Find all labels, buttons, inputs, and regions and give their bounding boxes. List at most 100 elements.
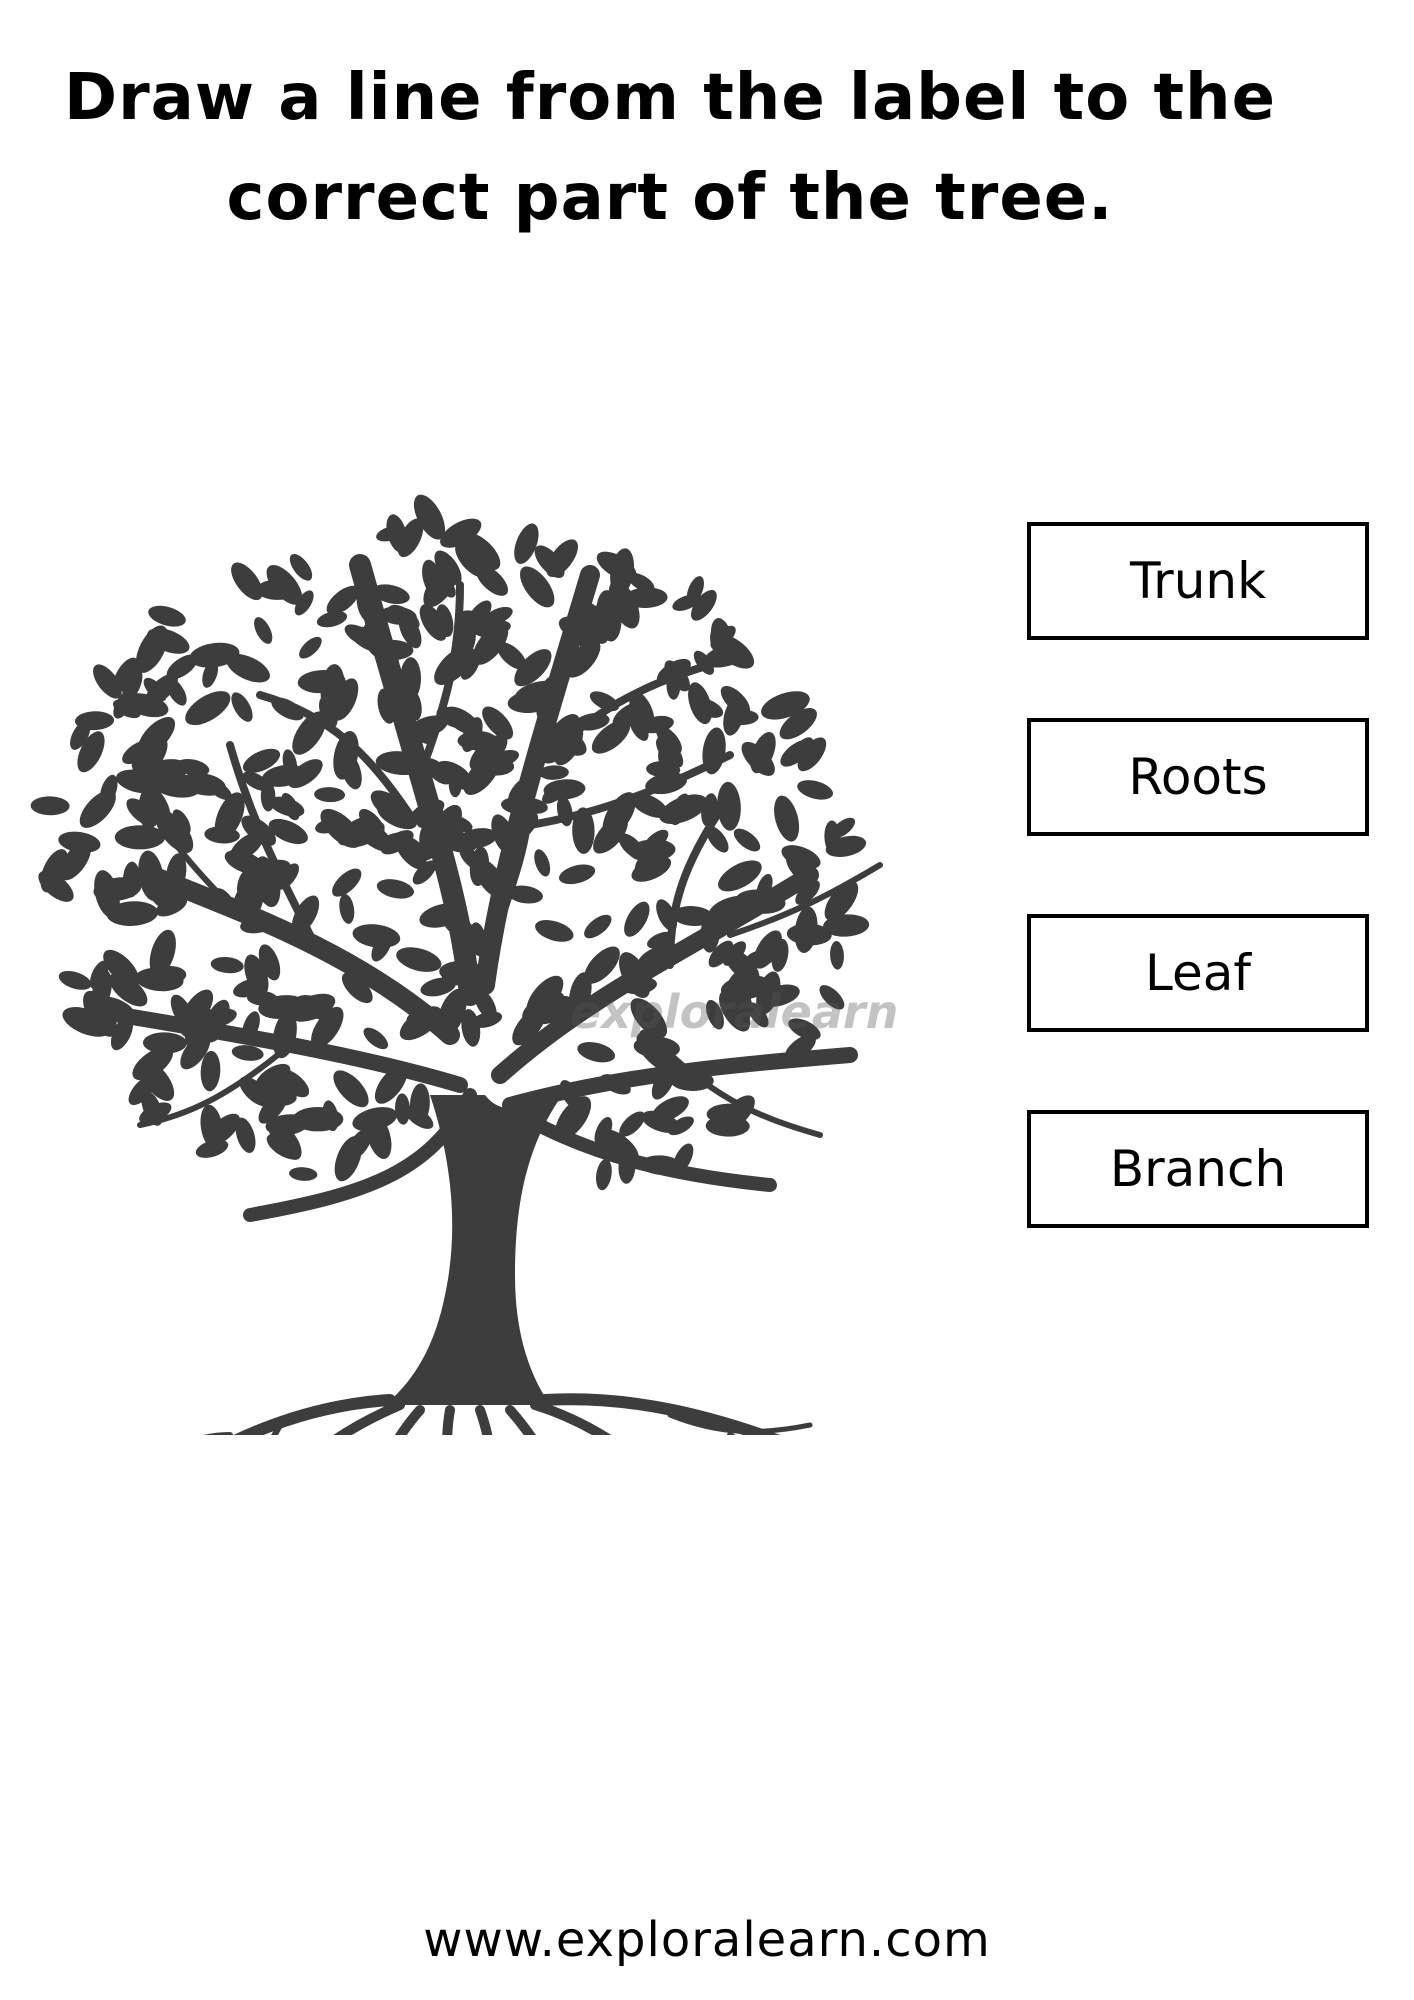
label-box-roots[interactable]: Roots xyxy=(1027,718,1369,836)
leaf-shape xyxy=(314,787,346,803)
leaf-shape xyxy=(372,584,410,605)
leaf-shape xyxy=(566,639,601,678)
leaf-shape xyxy=(724,948,760,983)
leaf-shape xyxy=(145,759,190,781)
leaf-shape xyxy=(331,678,359,721)
label-box-branch[interactable]: Branch xyxy=(1027,1110,1369,1228)
leaf-shape xyxy=(584,946,620,984)
leaf-shape xyxy=(823,914,870,937)
leaf-shape xyxy=(628,712,649,741)
leaf-shape xyxy=(282,749,298,778)
leaf-shape xyxy=(591,719,631,754)
leaf-shape xyxy=(497,642,527,670)
leaf-shape xyxy=(774,795,800,842)
leaf-shape xyxy=(710,629,727,659)
leaf-shape xyxy=(148,605,186,627)
leaf-shape xyxy=(139,1102,172,1124)
leaf-shape xyxy=(142,1032,187,1054)
leaf-shape xyxy=(346,1128,372,1161)
leaf-shape xyxy=(109,972,148,1007)
leaf-shape xyxy=(113,690,134,719)
leaf-shape xyxy=(352,1107,398,1132)
leaf-shape xyxy=(733,828,761,852)
leaf-shape xyxy=(226,653,270,683)
leaf-shape xyxy=(444,815,473,832)
leaf-shape xyxy=(114,825,166,850)
leaf-shape xyxy=(717,781,741,831)
leaf-shape xyxy=(779,708,817,740)
leaf-shape xyxy=(274,1068,310,1098)
leaf-shape xyxy=(436,604,454,637)
leaf-shape xyxy=(819,985,845,1010)
leaf-shape xyxy=(30,796,70,816)
leaf-shape xyxy=(797,737,827,772)
leaf-shape xyxy=(258,944,281,981)
leaf-shape xyxy=(595,1158,612,1191)
leaf-shape xyxy=(466,600,492,630)
leaf-shape xyxy=(254,617,273,644)
leaf-shape xyxy=(558,864,596,885)
leaf-shape xyxy=(624,587,668,609)
leaf-shape xyxy=(641,1110,680,1133)
leaf-shape xyxy=(77,731,105,773)
leaf-shape xyxy=(333,1070,369,1108)
leaf-shape xyxy=(135,625,169,673)
leaf-shape xyxy=(395,1093,411,1125)
leaf-shape xyxy=(718,860,762,892)
leaf-shape xyxy=(250,1082,297,1107)
leaf-shape xyxy=(340,752,362,790)
leaf-shape xyxy=(788,1018,821,1040)
leaf-shape xyxy=(291,895,320,935)
leaf-shape xyxy=(630,793,668,818)
leaf-shape xyxy=(398,613,422,649)
trunk-shape xyxy=(385,1085,570,1405)
leaf-shape xyxy=(526,578,553,599)
leaf-shape xyxy=(630,998,668,1039)
leaf-shape xyxy=(610,548,635,596)
label-list: Trunk Roots Leaf Branch xyxy=(1027,522,1369,1306)
leaf-shape xyxy=(93,664,122,699)
leaf-shape xyxy=(831,817,856,839)
leaf-shape xyxy=(690,589,717,621)
leaf-shape xyxy=(482,706,514,740)
leaf-shape xyxy=(341,972,373,1004)
leaf-shape xyxy=(103,949,140,987)
leaf-shape xyxy=(572,807,595,854)
leaf-shape xyxy=(706,999,724,1030)
leaf-shape xyxy=(624,901,650,937)
leaf-shape xyxy=(534,545,565,579)
leaf-shape xyxy=(332,868,362,897)
leaf-shape xyxy=(457,731,498,751)
leaf-shape xyxy=(475,564,509,596)
leaf-shape xyxy=(376,879,414,899)
leaf-shape xyxy=(322,1100,339,1132)
leaf-shape xyxy=(460,532,501,571)
leaf-shape xyxy=(708,940,734,968)
leaf-shape xyxy=(269,796,305,817)
label-box-trunk[interactable]: Trunk xyxy=(1027,522,1369,640)
leaf-shape xyxy=(436,707,473,730)
leaf-shape xyxy=(289,1167,318,1181)
leaf-shape xyxy=(320,664,345,714)
leaf-shape xyxy=(656,725,682,754)
leaf-shape xyxy=(110,1016,134,1051)
leaf-shape xyxy=(231,1045,264,1061)
label-box-leaf[interactable]: Leaf xyxy=(1027,914,1369,1032)
leaf-shape xyxy=(268,1120,302,1160)
leaf-shape xyxy=(397,518,424,558)
leaf-shape xyxy=(83,990,117,1037)
leaf-shape xyxy=(448,769,463,798)
leaf-shape xyxy=(794,906,818,953)
leaf-shape xyxy=(790,737,814,763)
leaf-shape xyxy=(659,794,708,824)
leaf-shape xyxy=(326,585,360,615)
leaf-shape xyxy=(38,870,74,902)
worksheet-title: Draw a line from the label to the correc… xyxy=(0,48,1340,248)
leaf-shape xyxy=(370,790,411,824)
leaf-shape xyxy=(619,1111,645,1137)
leaf-shape xyxy=(688,682,712,725)
leaf-shape xyxy=(514,523,539,564)
leaf-shape xyxy=(748,1002,769,1028)
leaf-shape xyxy=(247,990,278,1006)
leaf-shape xyxy=(94,870,120,919)
